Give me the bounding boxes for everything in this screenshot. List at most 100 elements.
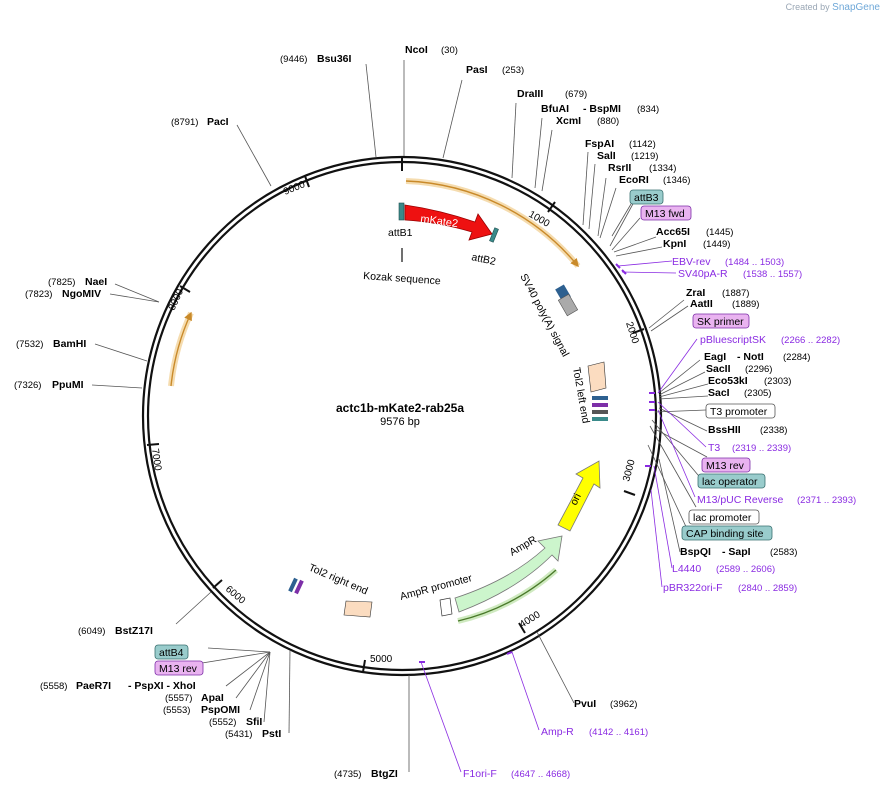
enzyme-paer7i[interactable]: PaeR7I: [76, 680, 111, 692]
box-attb3[interactable]: attB3: [634, 192, 659, 204]
enzyme-eagi-pos: (2284): [783, 352, 810, 363]
tick-marks: [146, 175, 645, 673]
enzyme-eco53ki[interactable]: Eco53kI: [708, 375, 748, 387]
enzyme-fspai-pos: (1142): [629, 139, 656, 150]
enzyme-bfuai[interactable]: BfuAI: [541, 103, 569, 115]
enzyme-rsrii[interactable]: RsrII: [608, 162, 631, 174]
mcs-markers: [592, 396, 608, 421]
primer-pbr322ori-f[interactable]: pBR322ori-F: [663, 582, 723, 594]
enzyme-eagi-extra: - NotI: [737, 351, 764, 363]
primer-l4440[interactable]: L4440: [672, 563, 701, 575]
enzyme-sali[interactable]: SalI: [597, 150, 616, 162]
primer-ebv-rev-range: (1484 .. 1503): [725, 257, 784, 268]
enzyme-pvui[interactable]: PvuI: [574, 698, 596, 710]
enzyme-ncoi[interactable]: NcoI: [405, 44, 428, 56]
enzyme-ncoi-pos: (30): [441, 45, 458, 56]
enzyme-draiii[interactable]: DraIII: [517, 88, 543, 100]
enzyme-bsu36i-pos: (9446): [280, 54, 307, 65]
enzyme-naei-pos: (7825): [48, 277, 75, 288]
tick-label-4000: 4000: [518, 609, 543, 630]
tol2-left-label: Tol2 left end: [570, 366, 592, 424]
attb1-label: attB1: [388, 227, 413, 239]
tick-label-7000: 7000: [149, 448, 163, 472]
primer-connectors: [420, 260, 707, 773]
box-attb4[interactable]: attB4: [159, 647, 184, 659]
enzyme-ppumi[interactable]: PpuMI: [52, 379, 84, 391]
box-sk-primer[interactable]: SK primer: [697, 316, 744, 328]
primer-ticks: [419, 263, 655, 663]
enzyme-fspai[interactable]: FspAI: [585, 138, 614, 150]
kozak-label: Kozak sequence: [363, 270, 441, 287]
primer-l4440-range: (2589 .. 2606): [716, 564, 775, 575]
attb2-label: attB2: [470, 251, 497, 268]
box-cap-binding-site[interactable]: CAP binding site: [686, 528, 764, 540]
enzyme-ngomiv[interactable]: NgoMIV: [62, 288, 101, 300]
enzyme-btgzi-pos: (4735): [334, 769, 361, 780]
box-t3-promoter[interactable]: T3 promoter: [710, 406, 768, 418]
orange-arc-top: [405, 180, 579, 268]
enzyme-apai[interactable]: ApaI: [201, 692, 224, 704]
box-m13-rev-left[interactable]: M13 rev: [159, 663, 198, 675]
enzyme-ppumi-pos: (7326): [14, 380, 41, 391]
primer-amp-r-range: (4142 .. 4161): [589, 727, 648, 738]
enzyme-bamhi[interactable]: BamHI: [53, 338, 86, 350]
ampr-feature: [454, 535, 563, 613]
enzyme-paci-pos: (8791): [171, 117, 198, 128]
tol2-right-label: Tol2 right end: [307, 562, 370, 598]
credit-text: Created by: [785, 2, 830, 12]
attb4-marker: [288, 577, 298, 593]
enzyme-bspqi[interactable]: BspQI: [680, 546, 711, 558]
boxed-labels: attB3 M13 fwd SK primer T3 promoter M13 …: [154, 189, 776, 676]
primer-f1ori-f[interactable]: F1ori-F: [463, 768, 497, 780]
enzyme-bsshii[interactable]: BssHII: [708, 424, 741, 436]
primer-t3[interactable]: T3: [708, 442, 720, 454]
plasmid-name: actc1b-mKate2-rab25a: [336, 401, 464, 415]
enzyme-labels: NcoI (30) PasI (253) DraIII (679) BfuAI …: [14, 44, 810, 780]
primer-pbluescriptsk[interactable]: pBluescriptSK: [700, 334, 766, 346]
enzyme-aatii-pos: (1889): [732, 299, 759, 310]
enzyme-paci[interactable]: PacI: [207, 116, 229, 128]
enzyme-bstz17i[interactable]: BstZ17I: [115, 625, 153, 637]
m13rev-marker: [294, 579, 304, 595]
tick-label-9000: 9000: [282, 179, 307, 198]
enzyme-acc65i[interactable]: Acc65I: [656, 226, 690, 238]
enzyme-sfii[interactable]: SfiI: [246, 716, 262, 728]
enzyme-psti[interactable]: PstI: [262, 728, 281, 740]
enzyme-zrai[interactable]: ZraI: [686, 287, 705, 299]
enzyme-pspomi-pos: (5553): [163, 705, 190, 716]
ori-feature: [557, 460, 601, 532]
primer-pbluescriptsk-range: (2266 .. 2282): [781, 335, 840, 346]
enzyme-acc65i-pos: (1445): [706, 227, 733, 238]
enzyme-pasi[interactable]: PasI: [466, 64, 488, 76]
ampr-label: AmpR: [508, 533, 540, 558]
box-lac-operator[interactable]: lac operator: [702, 476, 758, 488]
enzyme-eagi[interactable]: EagI: [704, 351, 726, 363]
primer-ebv-rev[interactable]: EBV-rev: [672, 256, 711, 268]
attb1-marker: [398, 202, 405, 221]
primer-amp-r[interactable]: Amp-R: [541, 726, 574, 738]
enzyme-bstz17i-pos: (6049): [78, 626, 105, 637]
enzyme-saci[interactable]: SacI: [708, 387, 730, 399]
box-m13-fwd[interactable]: M13 fwd: [645, 208, 685, 220]
box-lac-promoter[interactable]: lac promoter: [693, 512, 752, 524]
enzyme-naei[interactable]: NaeI: [85, 276, 107, 288]
ampr-promoter-marker: [439, 597, 453, 617]
enzyme-btgzi[interactable]: BtgZI: [371, 768, 398, 780]
enzyme-ecori[interactable]: EcoRI: [619, 174, 649, 186]
enzyme-bsu36i[interactable]: Bsu36I: [317, 53, 352, 65]
primer-m13-puc-reverse[interactable]: M13/pUC Reverse: [697, 494, 784, 506]
enzyme-aatii[interactable]: AatII: [690, 298, 713, 310]
enzyme-xcmi[interactable]: XcmI: [556, 115, 581, 127]
enzyme-pspomi[interactable]: PspOMI: [201, 704, 240, 716]
enzyme-bamhi-pos: (7532): [16, 339, 43, 350]
enzyme-zrai-pos: (1887): [722, 288, 749, 299]
enzyme-kpni[interactable]: KpnI: [663, 238, 686, 250]
enzyme-sacii[interactable]: SacII: [706, 363, 731, 375]
enzyme-apai-pos: (5557): [165, 693, 192, 704]
primer-sv40pa-r[interactable]: SV40pA-R: [678, 268, 728, 280]
box-m13-rev[interactable]: M13 rev: [706, 460, 745, 472]
mkate2-feature: [404, 204, 493, 241]
enzyme-kpni-pos: (1449): [703, 239, 730, 250]
primer-t3-range: (2319 .. 2339): [732, 443, 791, 454]
